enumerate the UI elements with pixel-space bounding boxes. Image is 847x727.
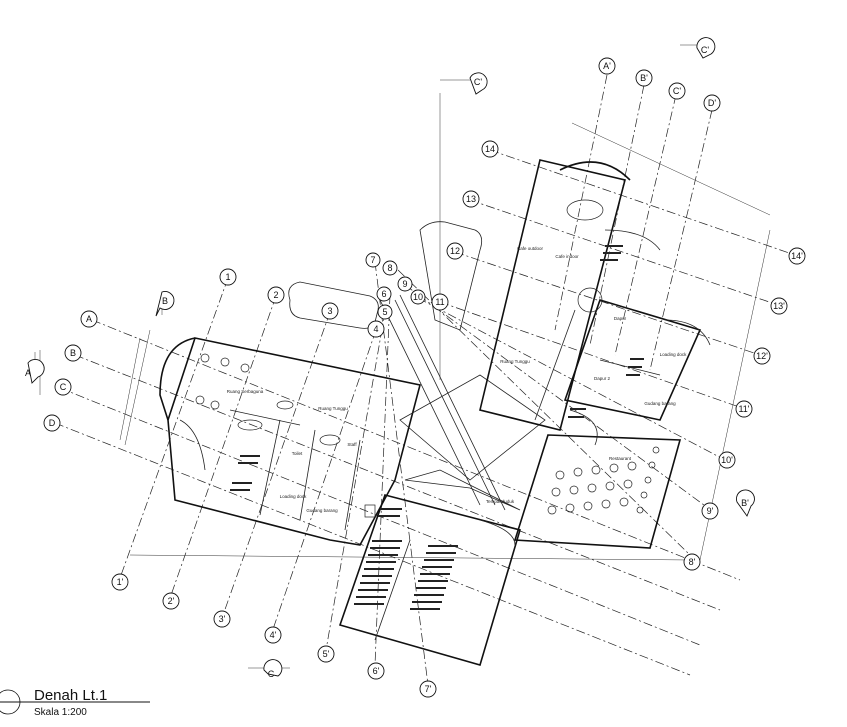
svg-text:14: 14 bbox=[485, 144, 495, 154]
svg-text:9': 9' bbox=[707, 506, 714, 516]
room-labels: Ruang Serbaguna Ruang Tunggu Loading doc… bbox=[227, 246, 687, 513]
svg-text:7': 7' bbox=[425, 684, 432, 694]
svg-text:7: 7 bbox=[370, 255, 375, 265]
room-label: Cafe outdoor bbox=[517, 246, 544, 251]
room-label: Dapur bbox=[614, 316, 627, 321]
svg-text:C: C bbox=[60, 382, 67, 392]
svg-text:11: 11 bbox=[435, 297, 444, 307]
svg-text:B: B bbox=[162, 296, 168, 306]
section-marker: C' bbox=[440, 72, 488, 95]
drawing-scale: Skala 1:200 bbox=[34, 707, 87, 718]
grid-lines bbox=[54, 74, 796, 686]
grid-bubbles-letters: A B C D A' B' C' D' bbox=[43, 57, 721, 432]
section-marker: C bbox=[248, 659, 290, 679]
room-label: Loading dock bbox=[660, 352, 688, 357]
svg-text:3': 3' bbox=[219, 614, 226, 624]
room-label: Gudang barang bbox=[306, 508, 338, 513]
svg-text:11': 11' bbox=[738, 404, 749, 414]
room-label: Loading dock bbox=[280, 494, 308, 499]
svg-text:12': 12' bbox=[756, 351, 768, 361]
svg-text:2: 2 bbox=[273, 290, 278, 300]
svg-text:6: 6 bbox=[381, 289, 386, 299]
auditorium-seats bbox=[354, 540, 458, 610]
svg-text:1: 1 bbox=[225, 272, 230, 282]
svg-text:B': B' bbox=[640, 73, 648, 83]
section-markers: A B C' C' B' C bbox=[25, 37, 755, 679]
room-label: Ruang Tunggu bbox=[500, 359, 530, 364]
svg-text:D': D' bbox=[708, 98, 716, 108]
room-label: Tempat duduk bbox=[486, 499, 515, 504]
section-marker: B bbox=[155, 291, 175, 317]
building-walls bbox=[159, 159, 711, 666]
svg-text:6': 6' bbox=[373, 666, 380, 676]
svg-text:C': C' bbox=[701, 45, 709, 55]
svg-text:13: 13 bbox=[466, 194, 476, 204]
room-label: Ruang Serbaguna bbox=[227, 389, 264, 394]
svg-text:8': 8' bbox=[689, 557, 696, 567]
svg-text:A: A bbox=[86, 314, 92, 324]
svg-text:4': 4' bbox=[270, 630, 277, 640]
room-label: Dapur 2 bbox=[594, 376, 611, 381]
drawing-title: Denah Lt.1 bbox=[34, 687, 108, 704]
svg-text:2': 2' bbox=[168, 596, 175, 606]
furniture bbox=[195, 199, 660, 610]
title-block-lines bbox=[0, 689, 150, 715]
svg-text:14': 14' bbox=[791, 251, 803, 261]
section-marker: B' bbox=[736, 489, 755, 517]
grid-bubbles-numbers-prime: 1' 2' 3' 4' 5' 6' 7' 8' 9' 10' 11' 12' 1… bbox=[111, 247, 806, 698]
svg-text:8: 8 bbox=[387, 263, 392, 273]
svg-text:5': 5' bbox=[323, 649, 330, 659]
svg-text:4: 4 bbox=[373, 324, 378, 334]
classroom-desks bbox=[230, 245, 644, 517]
room-label: Toilet bbox=[292, 451, 303, 456]
svg-text:10': 10' bbox=[721, 455, 733, 465]
room-label: Gudang barang bbox=[644, 401, 676, 406]
restaurant-tables bbox=[547, 446, 660, 515]
svg-text:3: 3 bbox=[327, 306, 332, 316]
svg-text:C: C bbox=[268, 669, 275, 679]
svg-text:B: B bbox=[70, 348, 76, 358]
room-label: Staff bbox=[347, 442, 357, 447]
room-label: Cafe indoor bbox=[555, 254, 579, 259]
svg-text:1': 1' bbox=[117, 577, 124, 587]
fixtures bbox=[195, 199, 604, 518]
svg-text:9: 9 bbox=[402, 279, 407, 289]
grid-bubbles-numbers: 1 2 3 4 5 6 7 8 9 10 11 12 13 14 bbox=[219, 140, 499, 338]
svg-text:13': 13' bbox=[773, 301, 785, 311]
svg-text:10: 10 bbox=[413, 292, 423, 302]
svg-text:B': B' bbox=[741, 498, 749, 508]
svg-text:C': C' bbox=[474, 77, 482, 87]
room-label: Ruang Tunggu bbox=[318, 406, 348, 411]
section-marker: A bbox=[25, 350, 45, 395]
svg-text:D: D bbox=[49, 418, 56, 428]
room-label: Restaurant bbox=[609, 456, 632, 461]
svg-text:5: 5 bbox=[382, 307, 387, 317]
svg-text:12: 12 bbox=[450, 246, 460, 256]
svg-text:C': C' bbox=[673, 86, 681, 96]
svg-text:A: A bbox=[25, 368, 31, 378]
svg-text:A': A' bbox=[603, 61, 611, 71]
section-marker: C' bbox=[680, 37, 716, 59]
